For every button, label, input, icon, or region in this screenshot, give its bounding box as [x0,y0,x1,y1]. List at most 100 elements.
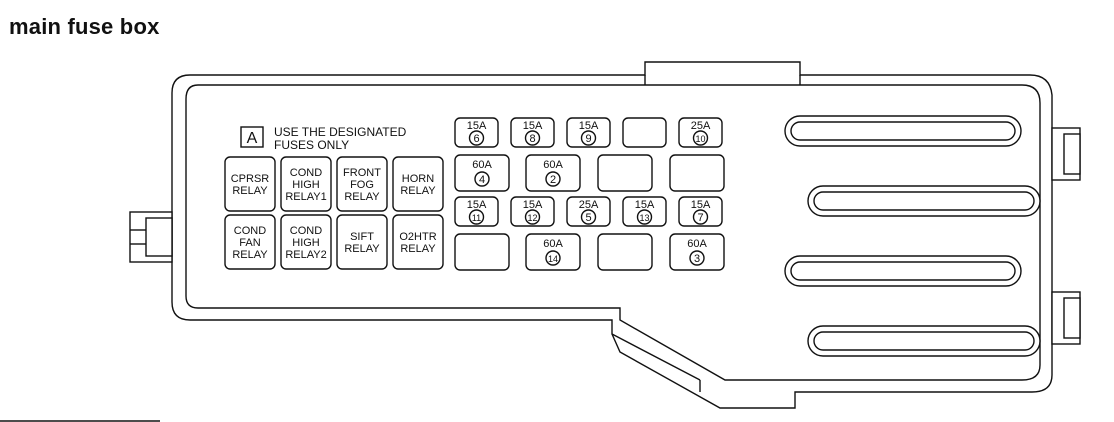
relay-label: RELAY [400,185,436,197]
cooling-slot [784,255,1022,287]
fuse-number-circle [636,209,653,225]
relay-label: FAN [239,237,260,249]
fuse-amp-label: 15A [467,199,487,211]
fuse-number: 5 [585,212,591,224]
fuse-number-circle [524,209,541,225]
fuse-number-circle [468,130,485,146]
relay-group: CPRSRRELAYCONDHIGHRELAY1FRONTFOGRELAYHOR… [224,156,444,270]
fuse-amp-label: 15A [579,120,599,132]
fuse-number-circle [580,209,597,225]
fuse-number: 4 [479,174,485,186]
fuse-amp-label: 15A [635,199,655,211]
relay-label: RELAY [232,185,268,197]
fuse-empty [597,233,653,271]
fuse-number-circle [689,250,705,266]
housing-inner-outline [185,84,1041,381]
fuse-amp-label: 60A [472,159,492,171]
relay-box [224,156,276,212]
fuse-amp-label: 60A [543,159,563,171]
fuse-amp-label: 15A [691,199,711,211]
fuse-number: 13 [639,213,649,223]
relay-label: RELAY1 [285,191,326,203]
fuse-amp-label: 15A [523,199,543,211]
fuse-number: 6 [473,133,479,145]
cooling-slot [807,185,1041,217]
fuse-group: 15A615A815A925A1060A460A215A1115A1225A51… [454,117,725,271]
fuse-number: 7 [697,212,703,224]
relay-label: SIFT [350,231,374,243]
fuse-empty [622,117,667,148]
fuse-number: 8 [529,133,535,145]
cooling-slot [784,115,1022,147]
relay-box [224,214,276,270]
housing-outer-outline [171,61,1053,409]
relay-label: FRONT [343,167,381,179]
fuse-number: 9 [585,133,591,145]
right-clip-lower-inner [1063,297,1081,339]
relay-label: HIGH [292,237,320,249]
relay-label: RELAY [400,243,436,255]
fuse-number: 2 [550,174,556,186]
relay-label: COND [290,225,322,237]
fuse-amp-label: 25A [691,120,711,132]
bottom-step-line [611,333,701,381]
relay-box [336,156,388,212]
relay-label: HORN [402,173,434,185]
relay-label: RELAY [344,243,380,255]
relay-label: CPRSR [231,173,270,185]
fuse-box [622,117,667,148]
fuse-box [669,154,725,192]
fuse-number-circle [524,130,541,146]
marker-label: A [247,130,258,147]
fuse-amp-label: 15A [467,120,487,132]
fuse-box [454,233,510,271]
fuse-amp-label: 60A [543,238,563,250]
relay-label: HIGH [292,179,320,191]
relay-box [280,156,332,212]
relay-label: COND [290,167,322,179]
relay-label: RELAY [232,249,268,261]
relay-box [336,214,388,270]
fuse-number: 10 [695,134,705,144]
fuse-number: 14 [548,254,558,264]
fuse-number: 12 [527,213,537,223]
fuse-empty [597,154,653,192]
notice-line-2: FUSES ONLY [274,138,349,152]
relay-label: COND [234,225,266,237]
fuse-amp-label: 15A [523,120,543,132]
fuse-number-circle [474,171,490,187]
notice-line-1: USE THE DESIGNATED [274,125,407,139]
fuse-number-circle [692,209,709,225]
marker-box [240,126,264,148]
fuse-number-circle [692,130,709,146]
fuse-number: 11 [472,213,481,223]
fuse-number-circle [580,130,597,146]
fuse-empty [669,154,725,192]
relay-label: O2HTR [399,231,436,243]
fuse-number-circle [468,209,485,225]
fuse-box [597,154,653,192]
cooling-slot [807,325,1041,357]
relay-label: FOG [350,179,374,191]
relay-box [280,214,332,270]
right-clip-upper-inner [1063,133,1081,175]
fuse-amp-label: 60A [687,238,707,250]
fuse-number: 3 [694,253,700,265]
relay-label: RELAY [344,191,380,203]
